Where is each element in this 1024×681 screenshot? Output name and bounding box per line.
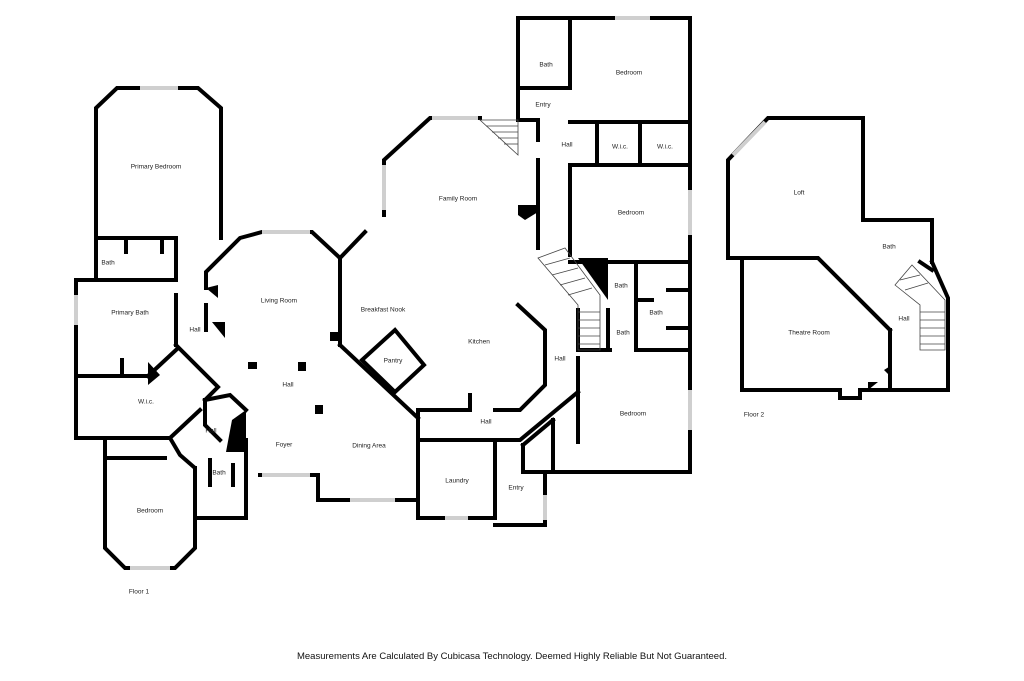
room-hall-2: Hall [205, 428, 217, 435]
room-living-room: Living Room [261, 298, 297, 305]
room-bath-4: Bath [614, 283, 628, 290]
room-hall-6: Hall [561, 142, 573, 149]
floor-1-walls [74, 16, 692, 570]
room-hall-5: Hall [554, 356, 566, 363]
floor-2-stairs [894, 264, 946, 351]
room-bath-1: Bath [101, 260, 115, 267]
room-entry-2: Entry [535, 102, 551, 109]
room-loft: Loft [794, 190, 805, 197]
room-bath-3: Bath [539, 62, 553, 69]
floor-1-stairs [478, 119, 601, 351]
room-bedroom-2: Bedroom [616, 70, 642, 77]
room-theatre-room: Theatre Room [788, 330, 830, 337]
room-hall-4: Hall [480, 419, 492, 426]
room-bath-7: Bath [882, 244, 896, 251]
floor-1-solids [148, 205, 608, 452]
room-hall-3: Hall [282, 382, 294, 389]
room-primary-bedroom: Primary Bedroom [131, 164, 182, 171]
room-wic-2: W.i.c. [612, 144, 628, 151]
room-kitchen: Kitchen [468, 339, 490, 346]
room-primary-bath: Primary Bath [111, 310, 149, 317]
room-laundry: Laundry [445, 478, 469, 485]
room-hall-7: Hall [898, 316, 910, 323]
disclaimer-text: Measurements Are Calculated By Cubicasa … [296, 651, 728, 662]
room-breakfast-nook: Breakfast Nook [361, 307, 406, 314]
floor-2-walls [726, 116, 950, 400]
floor-2-windows [731, 120, 767, 157]
room-bath-5: Bath [649, 310, 663, 317]
room-family-room: Family Room [439, 196, 477, 203]
room-bedroom-4: Bedroom [620, 411, 646, 418]
room-pantry: Pantry [384, 358, 404, 365]
floor-1-label: Floor 1 [129, 589, 150, 596]
floor-2-solids [868, 365, 892, 390]
room-entry-1: Entry [508, 485, 524, 492]
floor-2-label: Floor 2 [744, 412, 765, 419]
room-bedroom-3: Bedroom [618, 210, 644, 217]
room-bath-6: Bath [616, 330, 630, 337]
room-bedroom-1: Bedroom [137, 508, 163, 515]
room-hall-1: Hall [189, 327, 201, 334]
room-wic-3: W.i.c. [657, 144, 673, 151]
room-bath-2: Bath [212, 470, 226, 477]
room-dining-area: Dining Area [352, 443, 386, 450]
room-foyer: Foyer [276, 442, 293, 449]
room-labels: Primary Bedroom Bath Primary Bath Hall W… [101, 62, 910, 515]
room-wic-1: W.i.c. [138, 399, 154, 406]
floor-1-windows [74, 16, 692, 570]
